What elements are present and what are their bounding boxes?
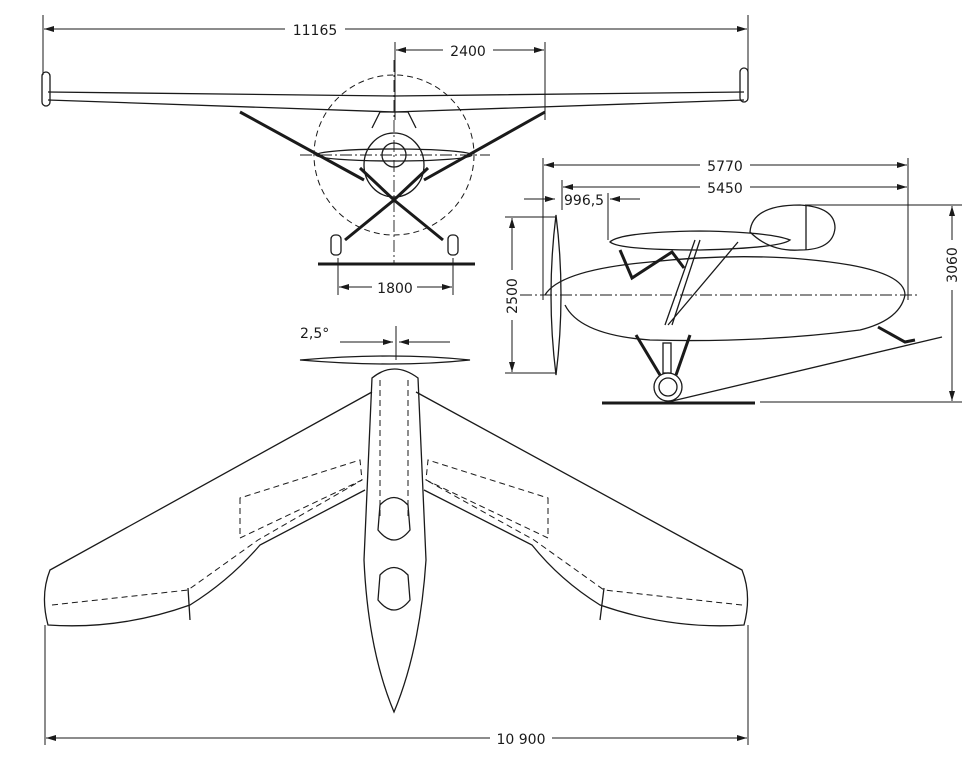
dihedral-label: 2,5° <box>300 326 329 342</box>
fuselage-length-label: 5450 <box>707 181 743 197</box>
prop-diameter-label: 2400 <box>450 44 486 60</box>
front-view: 11165 2400 1800 <box>41 15 749 297</box>
track-dimension-label: 1800 <box>377 281 413 297</box>
span-dimension-label: 11165 <box>293 23 338 39</box>
prop-offset-label: 996,5 <box>564 193 604 209</box>
top-span-label: 10 900 <box>497 732 546 748</box>
top-view: 2,5° 10 900 <box>43 326 749 748</box>
prop-height-label: 2500 <box>505 278 521 314</box>
overall-length-label: 5770 <box>707 159 743 175</box>
height-label: 3060 <box>945 247 961 283</box>
side-view: 5770 5450 996,5 2500 3060 <box>503 156 962 405</box>
